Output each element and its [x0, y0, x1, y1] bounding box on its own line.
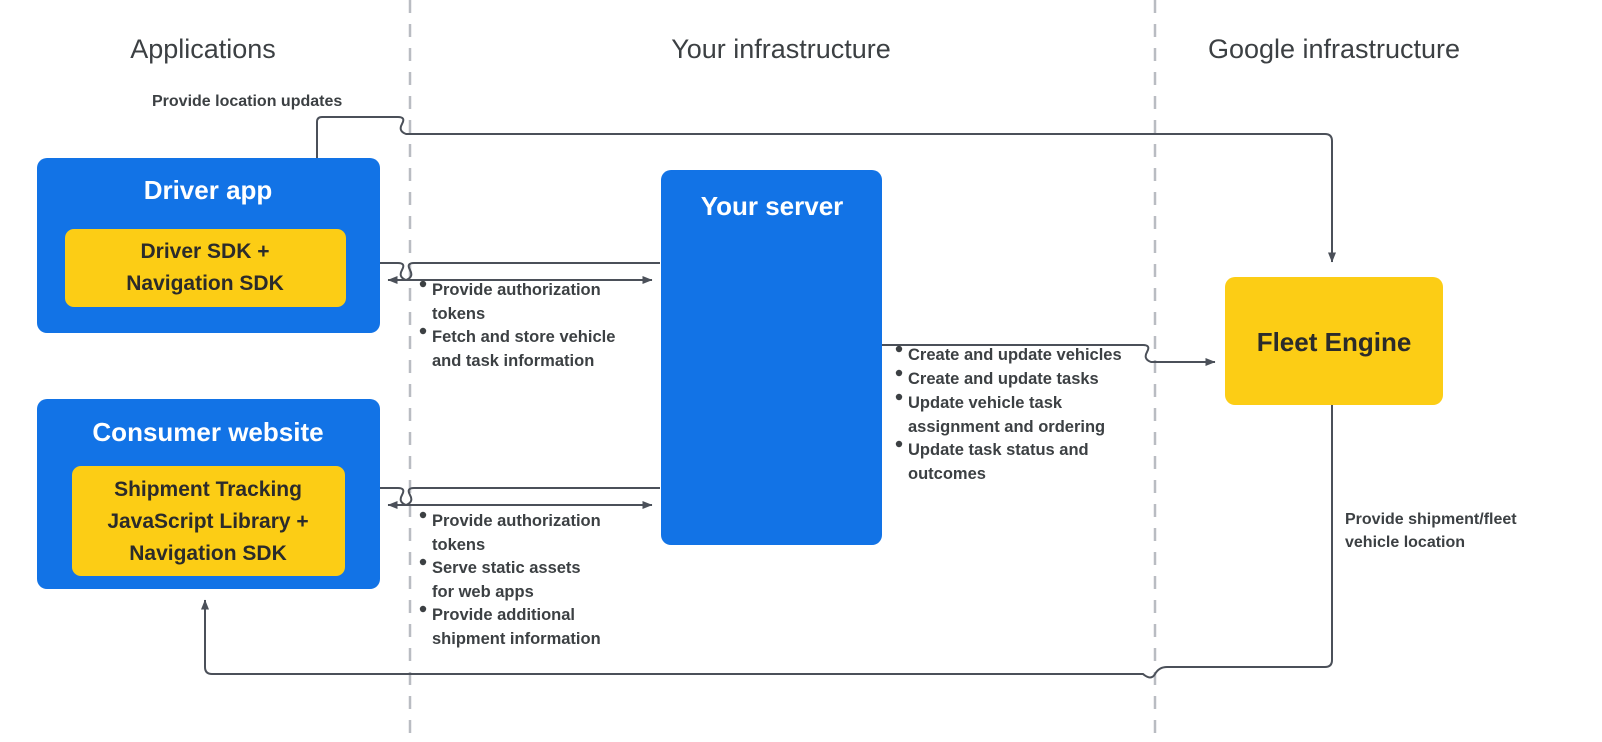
node-driver-app[interactable]: Driver app Driver SDK + Navigation SDK	[37, 158, 380, 333]
driver-server-bullet-1-line-2: and task information	[432, 352, 594, 370]
bullet-dot	[419, 511, 427, 519]
driver-sdk-line-1: Driver SDK +	[141, 240, 270, 263]
bullet-list-driver-server: Provide authorization tokens Fetch and s…	[419, 280, 615, 370]
node-your-server[interactable]: Your server	[661, 170, 882, 545]
server-engine-bullet-2-line-1: Update vehicle task	[908, 394, 1063, 412]
bullet-dot	[419, 327, 427, 335]
your-server-title: Your server	[701, 191, 844, 221]
zone-header-applications: Applications	[130, 34, 276, 64]
edge-location-updates	[316, 116, 1336, 263]
fleet-engine-title: Fleet Engine	[1257, 327, 1412, 357]
bullet-dot	[895, 440, 903, 448]
consumer-server-bullet-2-line-2: shipment information	[432, 630, 601, 648]
driver-server-bullet-0-line-1: Provide authorization	[432, 281, 601, 299]
consumer-website-title: Consumer website	[92, 417, 323, 447]
server-engine-bullet-0-line-1: Create and update vehicles	[908, 346, 1122, 364]
consumer-server-bullet-0-line-2: tokens	[432, 536, 485, 554]
bullet-dot	[419, 280, 427, 288]
node-consumer-website[interactable]: Consumer website Shipment Tracking JavaS…	[37, 399, 380, 589]
driver-server-bullet-1-line-1: Fetch and store vehicle	[432, 328, 615, 346]
bullet-dot	[895, 393, 903, 401]
driver-app-title: Driver app	[144, 175, 273, 205]
engine-consumer-label-line-1: Provide shipment/fleet	[1345, 511, 1517, 528]
zone-header-google-infrastructure: Google infrastructure	[1208, 34, 1460, 64]
bullet-dot	[419, 605, 427, 613]
bullet-list-consumer-server: Provide authorization tokens Serve stati…	[419, 511, 601, 648]
edge-driver-server	[380, 262, 660, 284]
engine-consumer-label-line-2: vehicle location	[1345, 534, 1465, 551]
server-engine-bullet-2-line-2: assignment and ordering	[908, 418, 1105, 436]
edge-label-location-updates: Provide location updates	[152, 93, 342, 110]
consumer-server-bullet-2-line-1: Provide additional	[432, 606, 575, 624]
server-engine-bullet-3-line-2: outcomes	[908, 465, 986, 483]
consumer-website-library-box[interactable]: Shipment Tracking JavaScript Library + N…	[72, 466, 345, 576]
edge-label-engine-consumer: Provide shipment/fleet vehicle location	[1345, 511, 1517, 551]
zone-header-your-infrastructure: Your infrastructure	[671, 34, 891, 64]
node-fleet-engine[interactable]: Fleet Engine	[1225, 277, 1443, 405]
server-engine-bullet-1-line-1: Create and update tasks	[908, 370, 1099, 388]
edge-server-engine	[882, 344, 1216, 366]
bullet-dot	[895, 345, 903, 353]
bullet-list-server-engine: Create and update vehicles Create and up…	[895, 345, 1122, 483]
edge-engine-consumer	[201, 404, 1333, 679]
driver-server-bullet-0-line-2: tokens	[432, 305, 485, 323]
shipment-library-line-2: JavaScript Library +	[107, 510, 308, 533]
bullet-dot	[419, 558, 427, 566]
consumer-server-bullet-1-line-2: for web apps	[432, 583, 534, 601]
server-engine-bullet-3-line-1: Update task status and	[908, 441, 1089, 459]
consumer-server-bullet-1-line-1: Serve static assets	[432, 559, 581, 577]
edge-consumer-server	[380, 487, 660, 509]
shipment-library-line-1: Shipment Tracking	[114, 478, 302, 501]
consumer-server-bullet-0-line-1: Provide authorization	[432, 512, 601, 530]
driver-sdk-line-2: Navigation SDK	[126, 272, 284, 295]
driver-app-sdk-box[interactable]: Driver SDK + Navigation SDK	[65, 229, 346, 307]
shipment-library-line-3: Navigation SDK	[129, 542, 287, 565]
bullet-dot	[895, 369, 903, 377]
